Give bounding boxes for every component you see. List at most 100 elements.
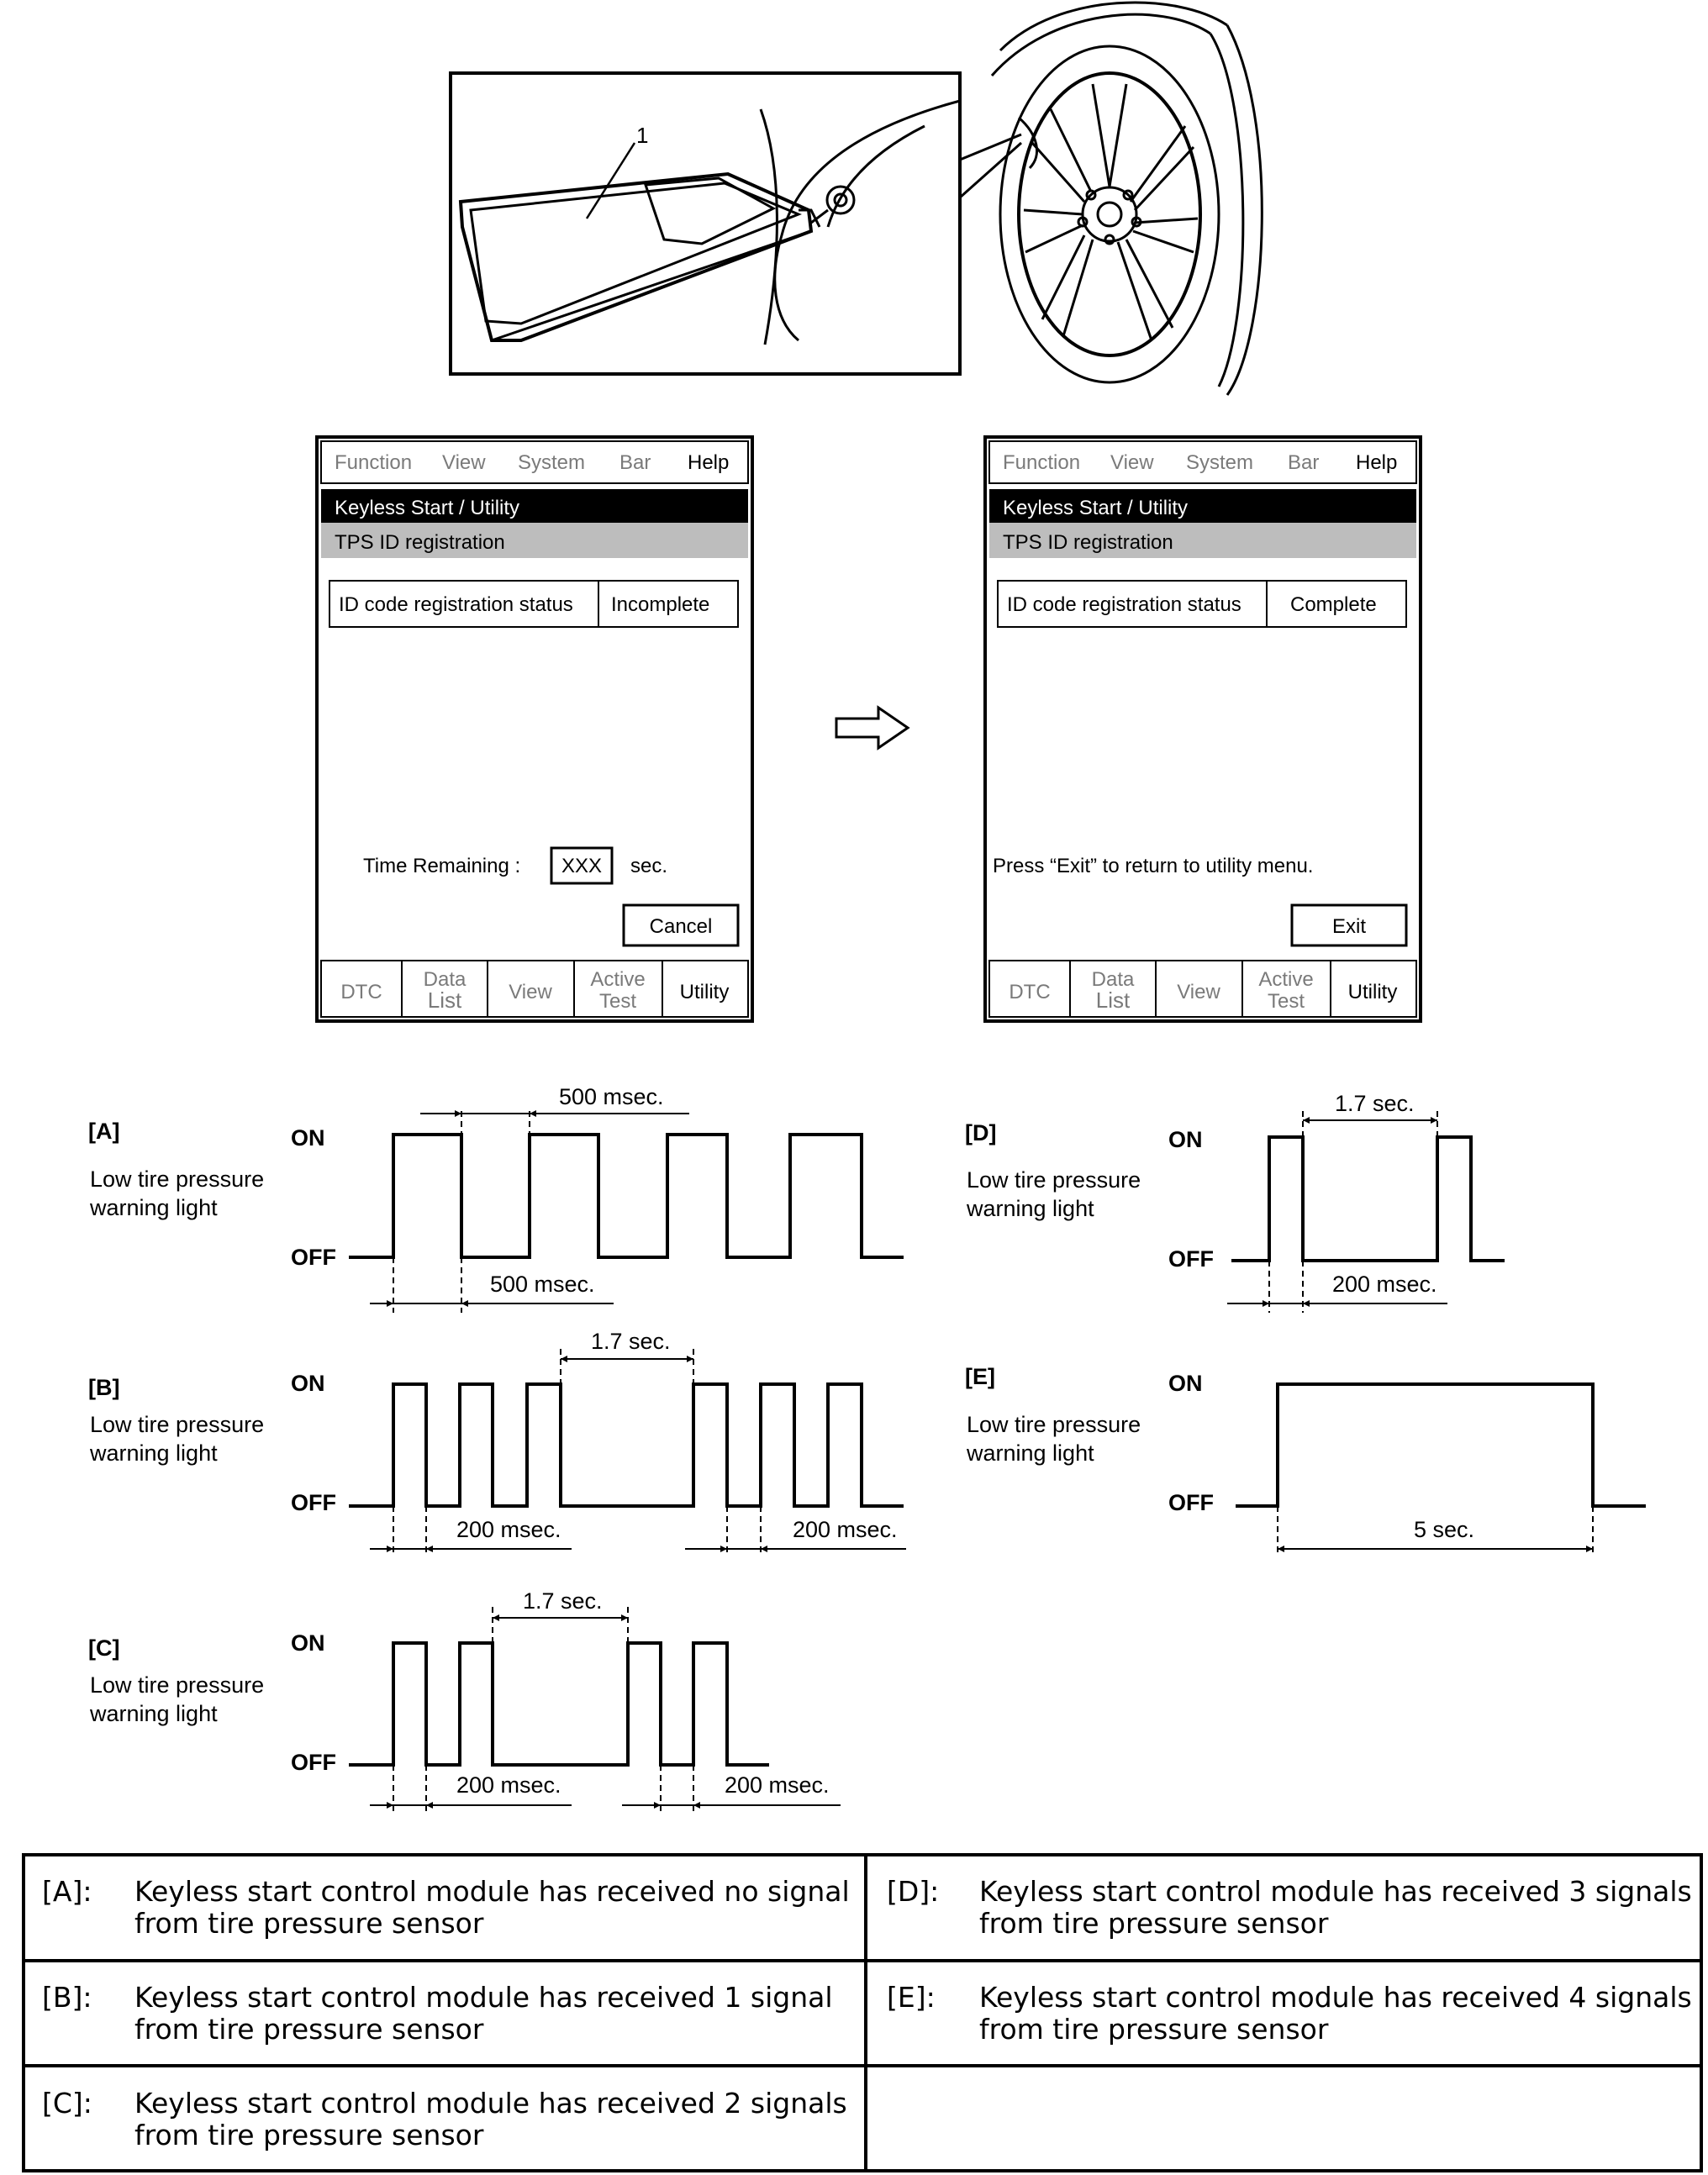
legend-c-key: [C]:: [42, 2087, 92, 2120]
menu-bar[interactable]: Bar: [1288, 451, 1319, 474]
waveform-a-trace: [349, 1133, 904, 1259]
tab-utility[interactable]: Utility: [1348, 981, 1398, 1003]
tab-active-test-line1[interactable]: Active: [1258, 968, 1313, 991]
waveform-a-on: ON: [291, 1125, 325, 1151]
waveform-a-dim1: 500 msec.: [559, 1084, 664, 1109]
screen-subtitle: TPS ID registration: [1003, 531, 1173, 554]
tab-active-test-line1[interactable]: Active: [590, 968, 645, 991]
status-label: ID code registration status: [339, 593, 573, 616]
waveform-b-label: [B]: [88, 1375, 119, 1400]
exit-message: Press “Exit” to return to utility menu.: [993, 855, 1313, 877]
status-value: Complete: [1290, 593, 1377, 616]
waveform-b: [B] Low tire pressure warning light ON O…: [88, 1329, 906, 1556]
legend-a-line2: from tire pressure sensor: [134, 1907, 484, 1940]
legend-b-key: [B]:: [42, 1981, 92, 2014]
waveform-c-label: [C]: [88, 1635, 119, 1661]
waveform-b-on: ON: [291, 1371, 325, 1396]
waveform-d-dim1: 1.7 sec.: [1335, 1091, 1415, 1116]
waveform-e-desc1: Low tire pressure: [967, 1412, 1141, 1437]
waveform-e: [E] Low tire pressure warning light ON O…: [965, 1364, 1646, 1556]
waveform-b-dim2: 200 msec.: [456, 1517, 561, 1542]
time-remaining-label: Time Remaining :: [363, 855, 520, 877]
tab-data-list-line1[interactable]: Data: [1092, 968, 1135, 991]
waveform-c-on: ON: [291, 1630, 325, 1656]
waveform-c-desc2: warning light: [89, 1701, 218, 1726]
waveform-b-desc2: warning light: [89, 1440, 218, 1466]
waveform-c-off: OFF: [291, 1750, 336, 1775]
cancel-button-label: Cancel: [650, 915, 713, 938]
time-remaining-box: [550, 846, 614, 885]
screen-before: Function View System Bar Help Keyless St…: [315, 435, 754, 1023]
tab-active-test-line2[interactable]: Test: [1268, 990, 1305, 1013]
waveform-e-dim1: 5 sec.: [1414, 1517, 1474, 1542]
tab-view[interactable]: View: [1177, 981, 1220, 1003]
waveform-e-off: OFF: [1168, 1490, 1214, 1515]
scan-tool-illustration: [449, 1, 1263, 396]
exit-button[interactable]: [1290, 903, 1408, 947]
right-arrow-icon: [835, 705, 910, 750]
tab-dtc[interactable]: DTC: [340, 981, 382, 1003]
menu-bar: Function View System Bar Help: [335, 451, 729, 474]
tab-view[interactable]: View: [509, 981, 552, 1003]
tab-utility[interactable]: Utility: [680, 981, 730, 1003]
legend-c-line1: Keyless start control module has receive…: [134, 2087, 847, 2120]
waveform-c: [C] Low tire pressure warning light ON O…: [88, 1588, 841, 1814]
waveform-d-dim2: 200 msec.: [1332, 1272, 1437, 1297]
legend-b-line2: from tire pressure sensor: [134, 2013, 484, 2046]
menu-help[interactable]: Help: [688, 451, 729, 474]
legend-d-line1: Keyless start control module has receive…: [979, 1875, 1692, 1908]
waveform-e-trace: [1236, 1382, 1646, 1508]
menu-bar-after: Function View System Bar Help: [1003, 451, 1397, 474]
tab-data-list-line2[interactable]: List: [1096, 987, 1131, 1013]
waveform-d-trace: [1231, 1135, 1505, 1262]
waveform-b-desc1: Low tire pressure: [90, 1412, 264, 1437]
menu-system[interactable]: System: [1186, 451, 1253, 474]
menu-view[interactable]: View: [442, 451, 486, 474]
waveform-c-trace: [349, 1641, 769, 1767]
screen-after: Function View System Bar Help Keyless St…: [983, 435, 1422, 1023]
callout-number: 1: [636, 123, 648, 148]
legend-e-line2: from tire pressure sensor: [979, 2013, 1329, 2046]
waveform-d-label: [D]: [965, 1120, 996, 1145]
menu-view[interactable]: View: [1110, 451, 1154, 474]
waveform-a-dim2: 500 msec.: [490, 1272, 595, 1297]
screen-subtitle: TPS ID registration: [335, 531, 505, 554]
waveform-c-dim3: 200 msec.: [725, 1772, 830, 1798]
waveform-e-label: [E]: [965, 1364, 995, 1389]
waveform-d-desc2: warning light: [966, 1196, 1094, 1221]
tab-dtc[interactable]: DTC: [1009, 981, 1050, 1003]
waveform-b-off: OFF: [291, 1490, 336, 1515]
legend-a-line1: Keyless start control module has receive…: [134, 1875, 850, 1908]
screen-title: Keyless Start / Utility: [1003, 497, 1188, 519]
tab-active-test-line2[interactable]: Test: [599, 990, 636, 1013]
tab-data-list-line2[interactable]: List: [428, 987, 462, 1013]
menu-function[interactable]: Function: [1003, 451, 1080, 474]
waveform-e-on: ON: [1168, 1371, 1203, 1396]
waveform-a: [A] Low tire pressure warning light ON O…: [88, 1084, 904, 1313]
legend-c-line2: from tire pressure sensor: [134, 2119, 484, 2151]
legend-e-key: [E]:: [887, 1981, 936, 2014]
legend-e-line1: Keyless start control module has receive…: [979, 1981, 1692, 2014]
waveform-c-desc1: Low tire pressure: [90, 1672, 264, 1698]
waveform-b-trace: [349, 1382, 904, 1508]
waveform-a-desc2: warning light: [89, 1195, 218, 1220]
waveform-e-desc2: warning light: [966, 1440, 1094, 1466]
legend-table: [A]: Keyless start control module has re…: [22, 1853, 1703, 2172]
menu-system[interactable]: System: [518, 451, 585, 474]
waveform-d: [D] Low tire pressure warning light ON O…: [965, 1091, 1505, 1313]
waveform-c-dim2: 200 msec.: [456, 1772, 561, 1798]
waveform-a-desc1: Low tire pressure: [90, 1166, 264, 1192]
tab-data-list-line1[interactable]: Data: [424, 968, 467, 991]
cancel-button[interactable]: [622, 903, 740, 947]
menu-help[interactable]: Help: [1356, 451, 1397, 474]
menu-bar[interactable]: Bar: [619, 451, 651, 474]
menu-function[interactable]: Function: [335, 451, 412, 474]
waveform-b-dim1: 1.7 sec.: [591, 1329, 671, 1354]
legend-a-key: [A]:: [42, 1875, 92, 1908]
legend-d-line2: from tire pressure sensor: [979, 1907, 1329, 1940]
status-value: Incomplete: [611, 593, 709, 616]
waveform-b-dim3: 200 msec.: [793, 1517, 898, 1542]
waveform-a-off: OFF: [291, 1245, 336, 1270]
waveform-d-desc1: Low tire pressure: [967, 1167, 1141, 1193]
legend-d-key: [D]:: [887, 1875, 939, 1908]
